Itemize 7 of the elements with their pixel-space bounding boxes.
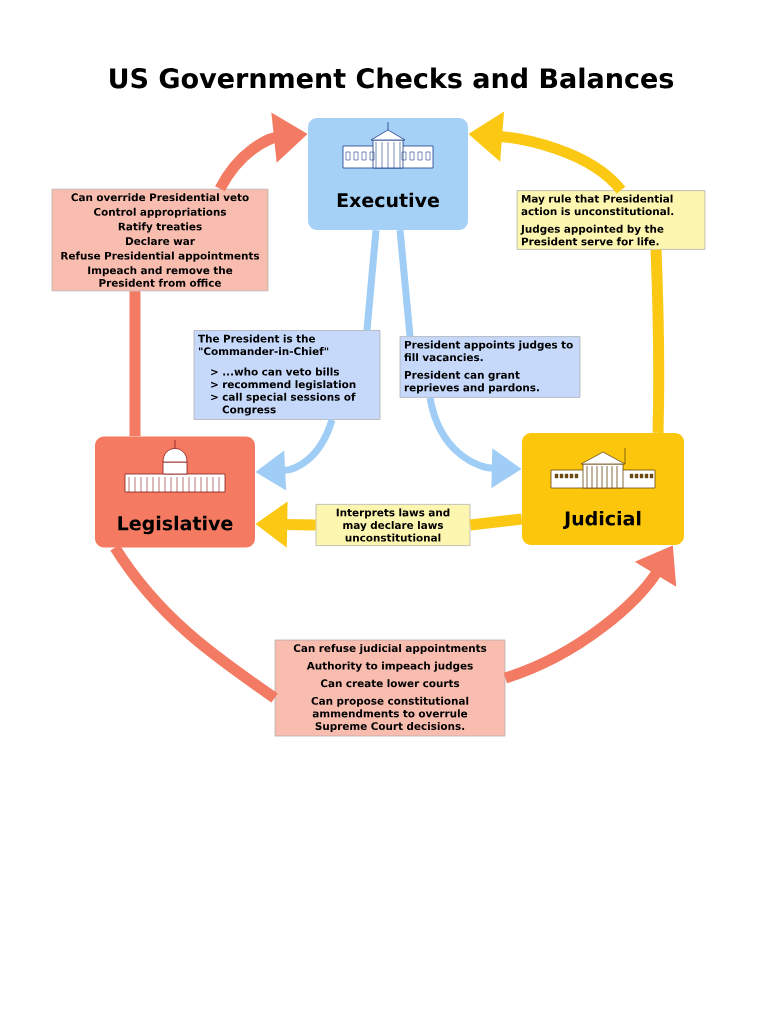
note-box: The President is the "Commander-in-Chief" > ...who can veto bills > recommend legislation > call special sessions of Congress	[193, 330, 381, 420]
note-box: President appoints judges to fill vacancies. President can grant reprieves and pardons.	[399, 336, 581, 398]
note-box: Can refuse judicial appointments Authority to impeach judges Can create lower courts Can propose constitutional ammendments to overrule Supreme Court decisions.	[274, 639, 506, 737]
title: US Government Checks and Balances	[110, 67, 674, 89]
note-box: Can override Presidential veto Control appropriations Ratify treaties Declare war Refuse Presidential appointments Impeach and remove the President from office	[51, 188, 269, 292]
note-box: May rule that Presidential action is unconstitutional. Judges appointed by the President serve for life.	[516, 190, 706, 250]
note-box: Interprets laws and may declare laws unconstitutional	[315, 504, 471, 546]
